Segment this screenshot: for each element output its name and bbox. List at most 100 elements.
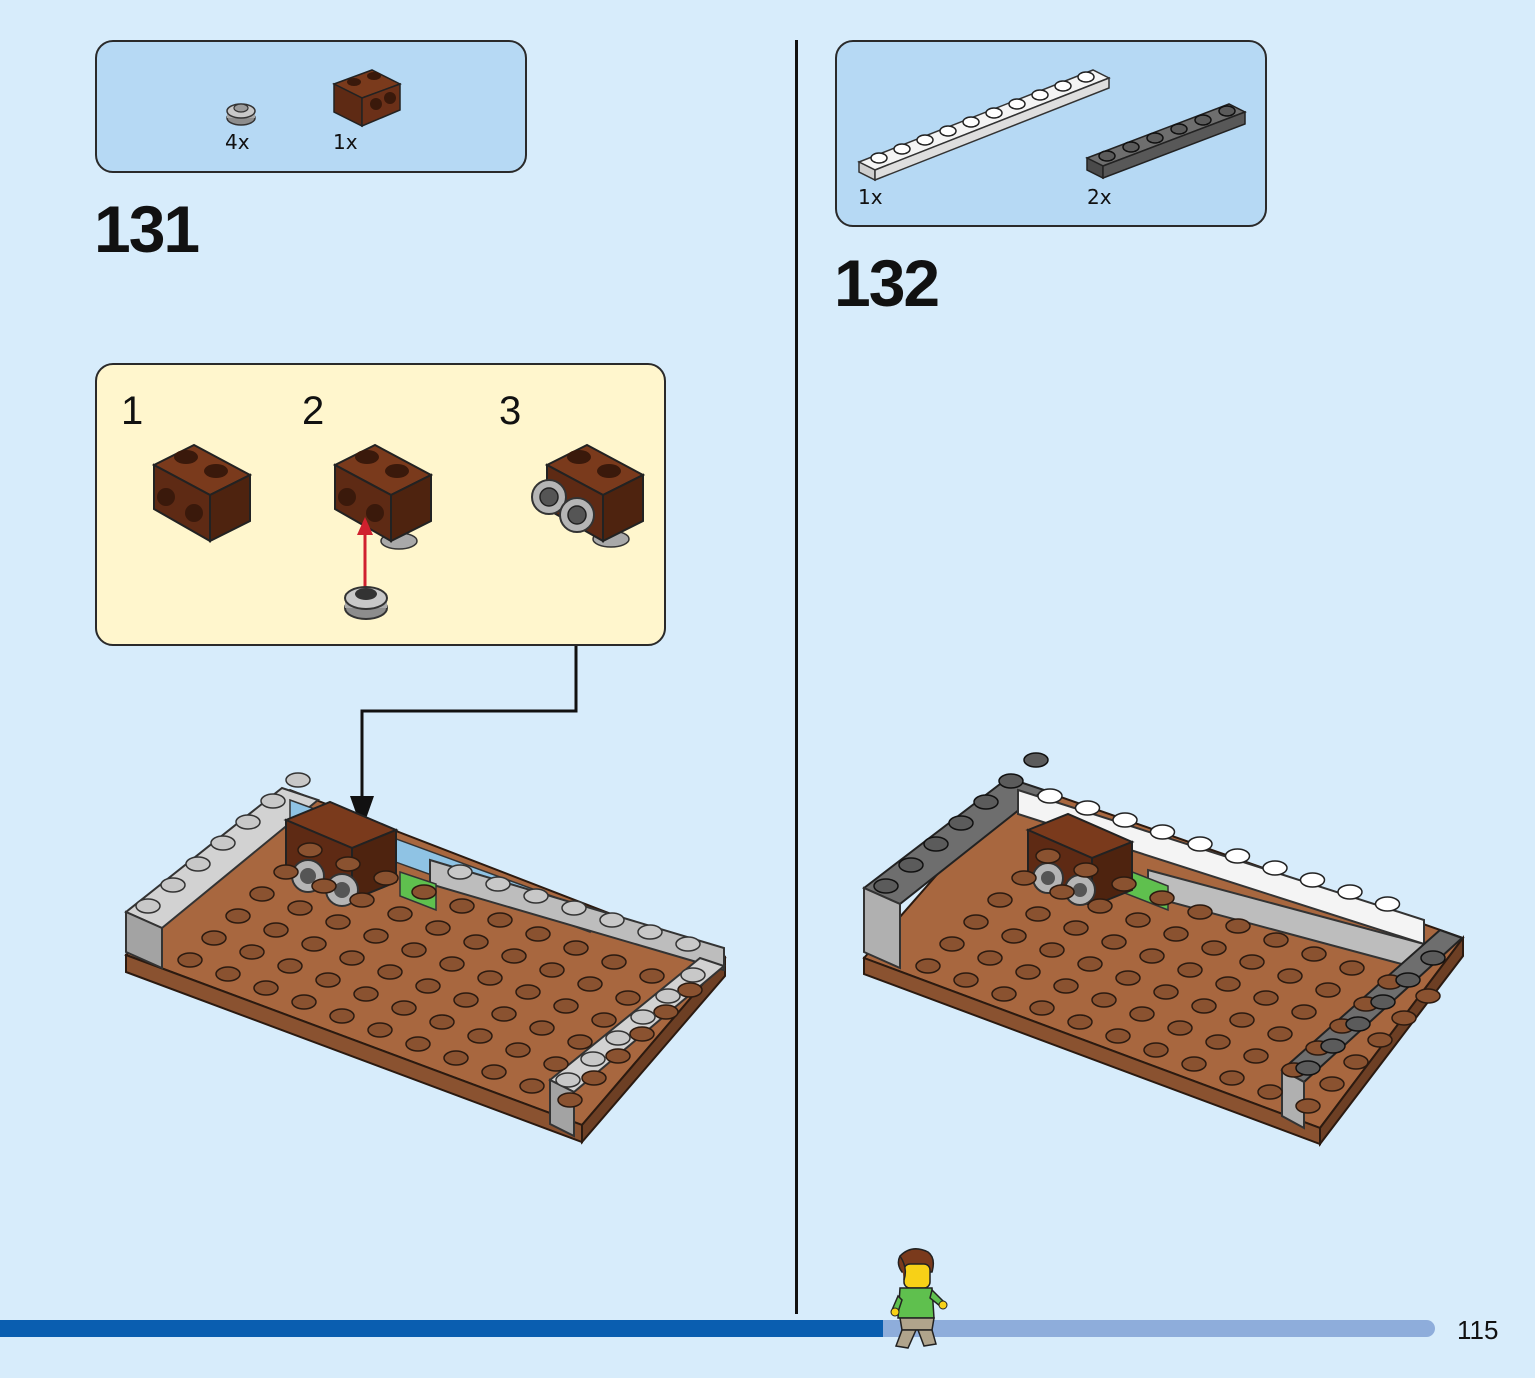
stud (1011, 870, 1037, 886)
stud (629, 1026, 655, 1042)
part-qty: 1x (858, 185, 883, 209)
stud (870, 152, 888, 164)
stud (349, 892, 375, 908)
stud (329, 1008, 355, 1024)
stud (1187, 904, 1213, 920)
stud (601, 954, 627, 970)
stud (453, 992, 479, 1008)
stud (1031, 89, 1049, 101)
stud (1291, 1004, 1317, 1020)
stud (1239, 954, 1265, 970)
stud (1129, 1006, 1155, 1022)
stud (1215, 976, 1241, 992)
stud (1153, 984, 1179, 1000)
stud (429, 1014, 455, 1030)
stud (677, 982, 703, 998)
dark-gray-plate-icon (1085, 103, 1247, 180)
stud (1315, 982, 1341, 998)
stud (898, 857, 924, 873)
stud (367, 1022, 393, 1038)
stud (915, 958, 941, 974)
stud (1049, 884, 1075, 900)
stud (1343, 1054, 1369, 1070)
stud (439, 956, 465, 972)
stud (1301, 946, 1327, 962)
stud (291, 994, 317, 1010)
stud (1122, 141, 1140, 153)
model-assembly-131 (124, 772, 727, 1145)
stud (555, 1072, 581, 1088)
stud (567, 1034, 593, 1050)
parts-list-132: 1x 2x (835, 40, 1267, 227)
stud (1001, 928, 1027, 944)
stud (1077, 956, 1103, 972)
stud (315, 972, 341, 988)
stud (485, 876, 511, 892)
stud (263, 922, 289, 938)
stud (1112, 812, 1138, 828)
stud (953, 972, 979, 988)
substep-number: 2 (302, 389, 325, 433)
step-number: 132 (834, 246, 940, 320)
progress-bar-fill (0, 1320, 883, 1337)
stud (160, 877, 186, 893)
stud (373, 870, 399, 886)
part-qty: 2x (1087, 185, 1112, 209)
stud (561, 900, 587, 916)
stud (1023, 752, 1049, 768)
stud (605, 1030, 631, 1046)
stud (285, 772, 311, 788)
stud (1181, 1056, 1207, 1072)
stud (529, 1020, 555, 1036)
stud (1039, 942, 1065, 958)
stud (405, 1036, 431, 1052)
stud (653, 1004, 679, 1020)
stud (1187, 836, 1213, 852)
stud (273, 864, 299, 880)
stud (253, 980, 279, 996)
stud (477, 970, 503, 986)
stud (1054, 80, 1072, 92)
stud (539, 962, 565, 978)
minifigure-icon (890, 1248, 948, 1349)
stud (1367, 1032, 1393, 1048)
stud (1262, 860, 1288, 876)
stud (1015, 964, 1041, 980)
stud (443, 1050, 469, 1066)
stud (449, 898, 475, 914)
stud (1111, 876, 1137, 892)
stud (1077, 71, 1095, 83)
stud (655, 988, 681, 1004)
stud (630, 1009, 656, 1025)
stud (581, 1070, 607, 1086)
stud (425, 920, 451, 936)
stud (557, 1092, 583, 1108)
stud (235, 814, 261, 830)
stud (210, 835, 236, 851)
stud (1374, 896, 1401, 912)
stud (515, 984, 541, 1000)
stud (1177, 962, 1203, 978)
stud (239, 944, 265, 960)
brown-brick-icon (332, 69, 402, 128)
stud (1277, 968, 1303, 984)
stud (1219, 1070, 1245, 1086)
stud (1299, 872, 1326, 888)
stud (1243, 1048, 1269, 1064)
stud (680, 967, 706, 983)
brown-brick-icon (151, 443, 253, 543)
stud (948, 815, 974, 831)
step-number: 131 (94, 192, 200, 266)
stud (577, 976, 603, 992)
stud (1295, 1098, 1321, 1114)
stud (962, 116, 980, 128)
stud (1025, 906, 1051, 922)
stud (1101, 934, 1127, 950)
stud (215, 966, 241, 982)
stud (1098, 150, 1116, 162)
round-plate-icon (344, 586, 388, 620)
stud (481, 1064, 507, 1080)
stud (401, 942, 427, 958)
stud (185, 856, 211, 872)
stud (501, 948, 527, 964)
